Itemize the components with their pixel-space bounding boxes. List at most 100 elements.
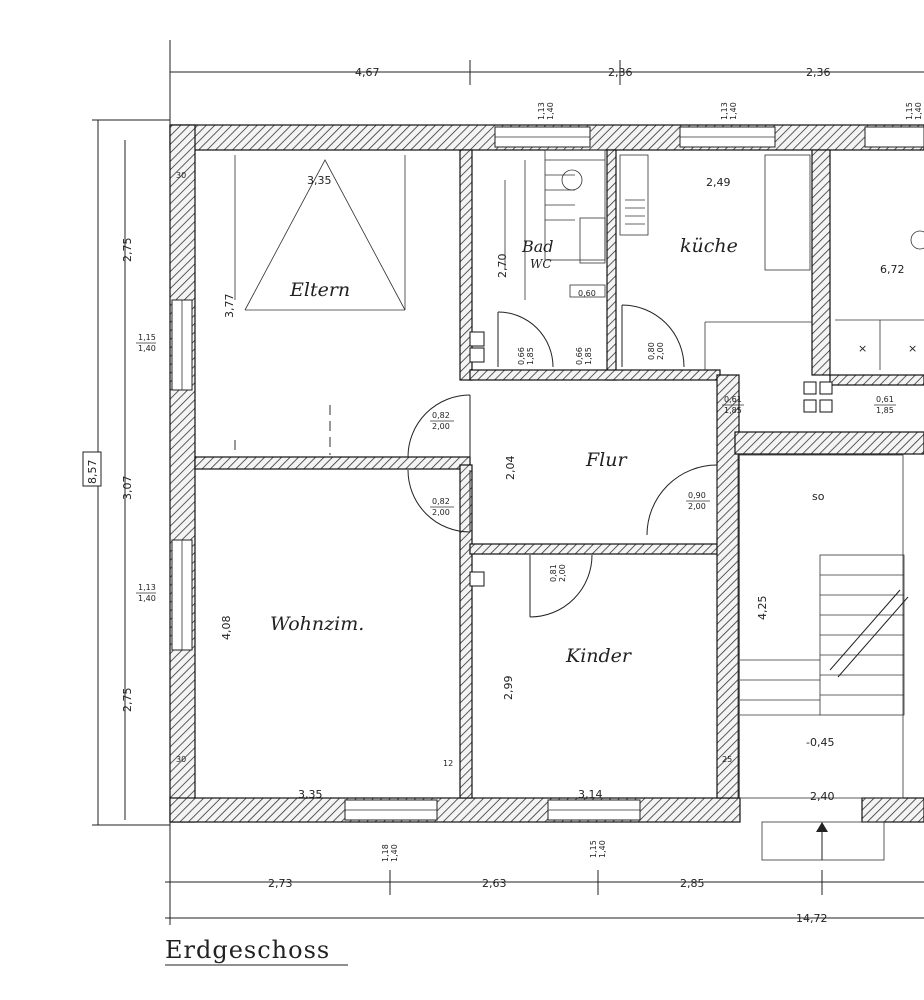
svg-text:1,15: 1,15 [905,102,914,120]
door-wc-label: 0,66 1,85 [575,347,593,365]
svg-text:0,82: 0,82 [432,411,450,420]
dimension-lines [92,40,924,925]
door-eltern-label: 0,82 2,00 [430,411,454,431]
door-closet-label: 0,61 1,85 [722,395,744,415]
svg-text:1,13: 1,13 [138,583,156,592]
dim-wall-12-a: 12 [443,759,453,768]
svg-text:1,40: 1,40 [138,594,156,603]
room-kinder: Kinder [565,645,633,667]
dim-bad-depth: 2,70 [496,254,509,279]
window-bad-label: 1,13 1,40 [537,102,555,120]
door-wohn-label: 0,82 2,00 [430,497,454,517]
dim-bottom-3: 2,85 [680,877,705,890]
svg-text:1,15: 1,15 [589,840,598,858]
window-right-label: 1,15 1,40 [905,102,923,120]
door-swings [407,304,718,618]
svg-text:0,82: 0,82 [432,497,450,506]
room-bad: Bad [521,237,554,256]
dim-stair-so: so [812,490,825,503]
dim-kueche-width: 2,49 [706,176,731,189]
svg-text:1,85: 1,85 [584,347,593,365]
svg-text:1,13: 1,13 [720,102,729,120]
kitchen-fixtures [619,154,812,370]
door-right-label: 0,61 1,85 [874,395,896,415]
svg-text:2,00: 2,00 [656,342,665,360]
dim-right-room: 6,72 [880,263,905,276]
dim-wohn-width: 3,35 [298,788,323,801]
dim-bottom-2: 2,63 [482,877,507,890]
outer-walls [169,124,924,823]
dim-left-mid: 3,07 [121,476,134,501]
window-bottom-kinder-label: 1,15 1,40 [589,840,607,858]
dim-eltern-depth: 3,77 [223,294,236,319]
svg-text:0,66: 0,66 [575,347,584,365]
svg-text:1,85: 1,85 [724,406,742,415]
right-room-fixtures: × × [835,230,924,370]
svg-text:0,81: 0,81 [549,564,558,582]
svg-text:1,40: 1,40 [914,102,923,120]
room-labels: Eltern Bad WC küche Flur Wohnzim. Kinder [270,235,738,667]
dim-left-lower: 2,75 [121,688,134,713]
dimension-labels: 4,67 2,36 2,36 2,73 2,63 2,85 14,72 8,57… [82,66,905,925]
stairwell [737,454,909,861]
room-flur: Flur [585,449,628,471]
dim-left-total: 8,57 [86,460,99,485]
svg-text:2,00: 2,00 [432,508,450,517]
shafts [469,331,833,587]
dim-wall-30-a: 30 [176,171,186,180]
svg-text:0,90: 0,90 [688,491,706,500]
svg-text:2,00: 2,00 [558,564,567,582]
room-wohnzimmer: Wohnzim. [270,613,364,635]
door-kueche-label: 0,80 2,00 [647,342,665,360]
room-kueche: küche [680,235,738,257]
door-entry-label: 0,90 2,00 [686,491,710,511]
dim-top-right: 2,36 [806,66,831,79]
dim-overall: 14,72 [796,912,828,925]
window-bottom-wohn-label: 1,18 1,40 [381,844,399,862]
door-kinder-label: 0,81 2,00 [549,564,567,582]
svg-text:1,40: 1,40 [729,102,738,120]
dim-wall-25: 25 [722,755,732,764]
door-bad-label: 0,66 1,85 [517,347,535,365]
dim-stair-level: -0,45 [806,736,834,749]
window-kueche-label: 1,13 1,40 [720,102,738,120]
window-lower-left-label: 1,13 1,40 [136,583,156,603]
svg-text:0,66: 0,66 [517,347,526,365]
plan-title-text: Erdgeschoss [165,936,330,964]
dim-stair-width: 2,40 [810,790,835,803]
svg-text:0,61: 0,61 [876,395,894,404]
opening-labels: 1,15 1,40 1,13 1,40 0,82 2,00 0,82 2,00 … [136,102,923,862]
svg-text:×: × [908,342,917,355]
dim-bottom-1: 2,73 [268,877,293,890]
dim-kinder-width: 3,14 [578,788,603,801]
dim-top-mid: 2,36 [608,66,633,79]
svg-text:1,40: 1,40 [598,840,607,858]
dim-stair-depth: 4,25 [756,596,769,621]
svg-text:1,40: 1,40 [546,102,555,120]
room-eltern: Eltern [289,279,350,301]
dim-kinder-depth: 2,99 [502,676,515,701]
dim-left-upper: 2,75 [121,238,134,263]
room-wc: WC [530,257,552,271]
svg-text:1,18: 1,18 [381,844,390,862]
plan-title: Erdgeschoss [165,936,348,966]
eltern-bed [234,155,406,455]
dim-flur-depth: 2,04 [504,456,517,481]
svg-text:1,40: 1,40 [138,344,156,353]
dim-wohn-depth: 4,08 [220,616,233,641]
bath-fixtures [504,149,606,300]
dim-eltern-width: 3,35 [307,174,332,187]
svg-text:1,85: 1,85 [526,347,535,365]
svg-text:1,85: 1,85 [876,406,894,415]
svg-text:1,40: 1,40 [390,844,399,862]
svg-text:1,15: 1,15 [138,333,156,342]
svg-text:×: × [858,342,867,355]
svg-text:1,13: 1,13 [537,102,546,120]
svg-text:2,00: 2,00 [432,422,450,431]
windows [171,126,924,821]
svg-text:0,61: 0,61 [724,395,742,404]
window-upper-left-label: 1,15 1,40 [136,333,156,353]
inner-walls [194,149,924,799]
svg-text:0,80: 0,80 [647,342,656,360]
